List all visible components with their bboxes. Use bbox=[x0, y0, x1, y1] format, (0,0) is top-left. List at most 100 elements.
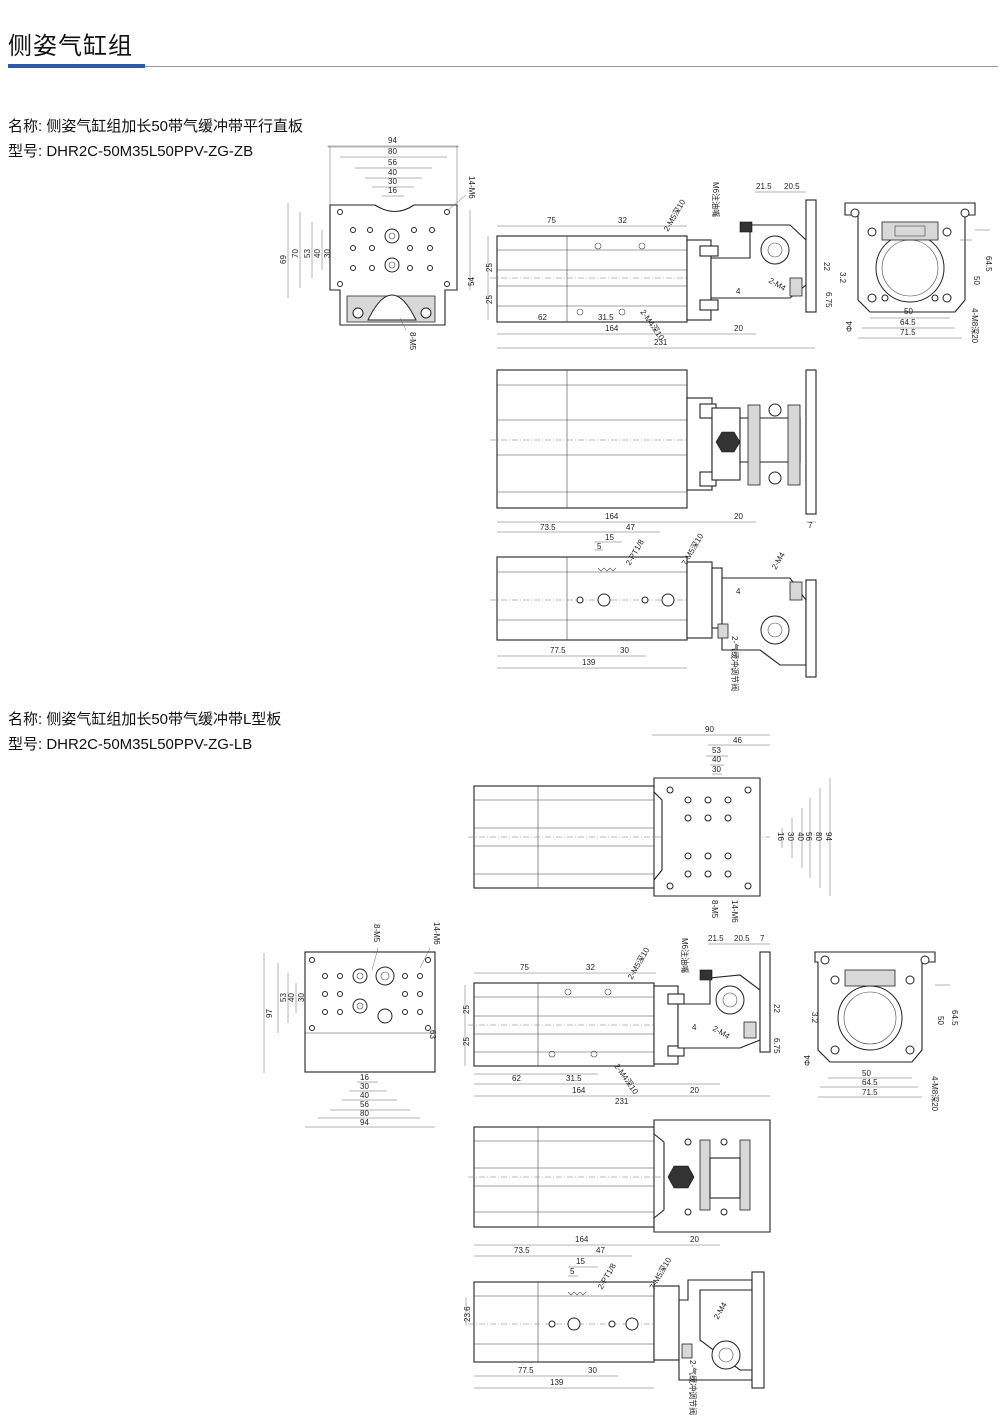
dim-label: 56 bbox=[360, 1100, 369, 1109]
dim-label: 164 bbox=[572, 1086, 586, 1095]
dim-label: 73.5 bbox=[514, 1246, 530, 1255]
dim-label: 40 bbox=[796, 832, 805, 841]
dim-label: 30 bbox=[588, 1366, 597, 1375]
dim-label: 164 bbox=[575, 1235, 589, 1244]
dim-label: 53 bbox=[279, 993, 288, 1002]
dim-label: 97 bbox=[265, 1009, 274, 1018]
dim-label: 47 bbox=[596, 1246, 605, 1255]
dim-label: 62 bbox=[512, 1074, 521, 1083]
s1-side-view: 75 32 2-M5深10 M6注油嘴 21.5 20.5 25 25 22 3… bbox=[485, 182, 847, 349]
s1-front-view: 94 80 56 40 30 16 30 40 53 70 69 54 14-M… bbox=[279, 136, 476, 351]
dim-label: 64.5 bbox=[862, 1078, 878, 1087]
dim-label: M6注油嘴 bbox=[711, 182, 721, 217]
dim-label: 20 bbox=[734, 512, 743, 521]
dim-label: 8-M5 bbox=[408, 332, 417, 351]
dim-label: 25 bbox=[485, 295, 494, 304]
dim-label: 31.5 bbox=[598, 313, 614, 322]
dim-label: 94 bbox=[824, 832, 833, 841]
dim-label: 4 bbox=[736, 287, 741, 296]
dim-label: 77.5 bbox=[550, 646, 566, 655]
dim-label: 15 bbox=[576, 1257, 585, 1266]
dim-label: 8-M5 bbox=[372, 924, 381, 943]
dim-label: 2-气缓冲调节阀 bbox=[688, 1360, 698, 1415]
dim-label: 21.5 bbox=[756, 182, 772, 191]
dim-label: 20 bbox=[690, 1235, 699, 1244]
dim-label: 69 bbox=[279, 255, 288, 264]
dim-label: 2-M5深10 bbox=[662, 198, 688, 233]
dim-label: 4-M8深20 bbox=[930, 1076, 939, 1112]
dim-label: 16 bbox=[776, 832, 785, 841]
s2-end-view: 3.2 Φ4 64.5 50 50 64.5 71.5 4-M8深20 bbox=[803, 951, 959, 1112]
dim-label: 7 bbox=[808, 521, 813, 530]
dim-label: 20.5 bbox=[784, 182, 800, 191]
dim-label: 30 bbox=[712, 765, 721, 774]
dim-label: 50 bbox=[936, 1016, 945, 1025]
dim-label: 14-M6 bbox=[730, 900, 739, 923]
s1-end-view: 64.5 50 Φ4 50 64.5 71.5 4-M8深20 bbox=[844, 202, 993, 344]
dim-label: 53 bbox=[712, 746, 721, 755]
s2-bottom-view: 164 20 73.5 47 15 5 2-PT1/8 7-M5深10 2-M4… bbox=[463, 1235, 765, 1415]
dim-label: 22 bbox=[772, 1004, 781, 1013]
dim-label: 56 bbox=[804, 832, 813, 841]
dim-label: 4 bbox=[692, 1023, 697, 1032]
dim-label: 32 bbox=[618, 216, 627, 225]
title-divider bbox=[8, 66, 998, 67]
dim-label: 80 bbox=[360, 1109, 369, 1118]
dim-label: 21.5 bbox=[708, 934, 724, 943]
dim-label: 50 bbox=[904, 307, 913, 316]
dim-label: 4 bbox=[736, 587, 741, 596]
dim-label: 20 bbox=[734, 324, 743, 333]
s1-bottom-view: 164 20 73.5 47 15 5 2-PT1/8 7-M5深10 2-M4… bbox=[490, 512, 817, 691]
dim-label: 30 bbox=[620, 646, 629, 655]
dim-label: 54 bbox=[467, 277, 476, 286]
section2-model: 型号: DHR2C-50M35L50PPV-ZG-LB bbox=[8, 736, 253, 753]
dim-label: 164 bbox=[605, 512, 619, 521]
section1-model: 型号: DHR2C-50M35L50PPV-ZG-ZB bbox=[8, 143, 254, 160]
page-title: 侧姿气缸组 bbox=[8, 33, 133, 60]
dim-label: 2-M4 bbox=[770, 550, 787, 571]
dim-label: 14-M6 bbox=[467, 176, 476, 199]
title-accent-bar bbox=[8, 64, 145, 68]
dim-label: 50 bbox=[972, 276, 981, 285]
dim-label: 40 bbox=[388, 168, 397, 177]
dim-label: 77.5 bbox=[518, 1366, 534, 1375]
dim-label: 30 bbox=[297, 993, 306, 1002]
dim-label: 73.5 bbox=[540, 523, 556, 532]
dim-label: 32 bbox=[586, 963, 595, 972]
section2-info: 名称: 侧姿气缸组加长50带气缓冲带L型板 型号: DHR2C-50M35L50… bbox=[8, 707, 281, 757]
dim-label: 4-M8深20 bbox=[970, 308, 979, 344]
dim-label: 62 bbox=[538, 313, 547, 322]
dim-label: 40 bbox=[712, 755, 721, 764]
section2-name: 名称: 侧姿气缸组加长50带气缓冲带L型板 bbox=[8, 711, 282, 728]
dim-label: 164 bbox=[605, 324, 619, 333]
dim-label: 2-M5深10 bbox=[626, 946, 652, 981]
dim-label: 6.75 bbox=[824, 292, 833, 308]
s2-plate-view: 90 46 53 40 30 16 30 40 56 80 94 8-M5 14… bbox=[468, 725, 833, 923]
dim-label: 14-M6 bbox=[432, 922, 441, 945]
dim-label: 231 bbox=[615, 1097, 629, 1106]
dim-label: Φ4 bbox=[803, 1055, 812, 1066]
dim-label: 22 bbox=[822, 262, 831, 271]
dim-label: 2-M4 bbox=[712, 1300, 729, 1321]
dim-label: Φ4 bbox=[845, 321, 854, 332]
dim-label: 231 bbox=[654, 338, 668, 347]
dim-label: 2-M4深10 bbox=[612, 1062, 640, 1096]
section1-name: 名称: 侧姿气缸组加长50带气缓冲带平行直板 bbox=[8, 118, 304, 135]
dim-label: 71.5 bbox=[900, 328, 916, 337]
dim-label: 25 bbox=[462, 1005, 471, 1014]
dim-label: 6.75 bbox=[772, 1038, 781, 1054]
dim-label: 3.2 bbox=[838, 272, 847, 284]
dim-label: 16 bbox=[388, 186, 397, 195]
dim-label: 30 bbox=[360, 1082, 369, 1091]
dim-label: 30 bbox=[388, 177, 397, 186]
dim-label: 5 bbox=[570, 1267, 575, 1276]
dim-label: 2-气缓冲调节阀 bbox=[730, 636, 740, 691]
dim-label: 139 bbox=[550, 1378, 564, 1387]
dim-label: 50 bbox=[862, 1069, 871, 1078]
dim-label: 80 bbox=[814, 832, 823, 841]
dim-label: 80 bbox=[388, 147, 397, 156]
dim-label: 70 bbox=[291, 249, 300, 258]
dim-label: 46 bbox=[733, 736, 742, 745]
dim-label: 15 bbox=[605, 533, 614, 542]
